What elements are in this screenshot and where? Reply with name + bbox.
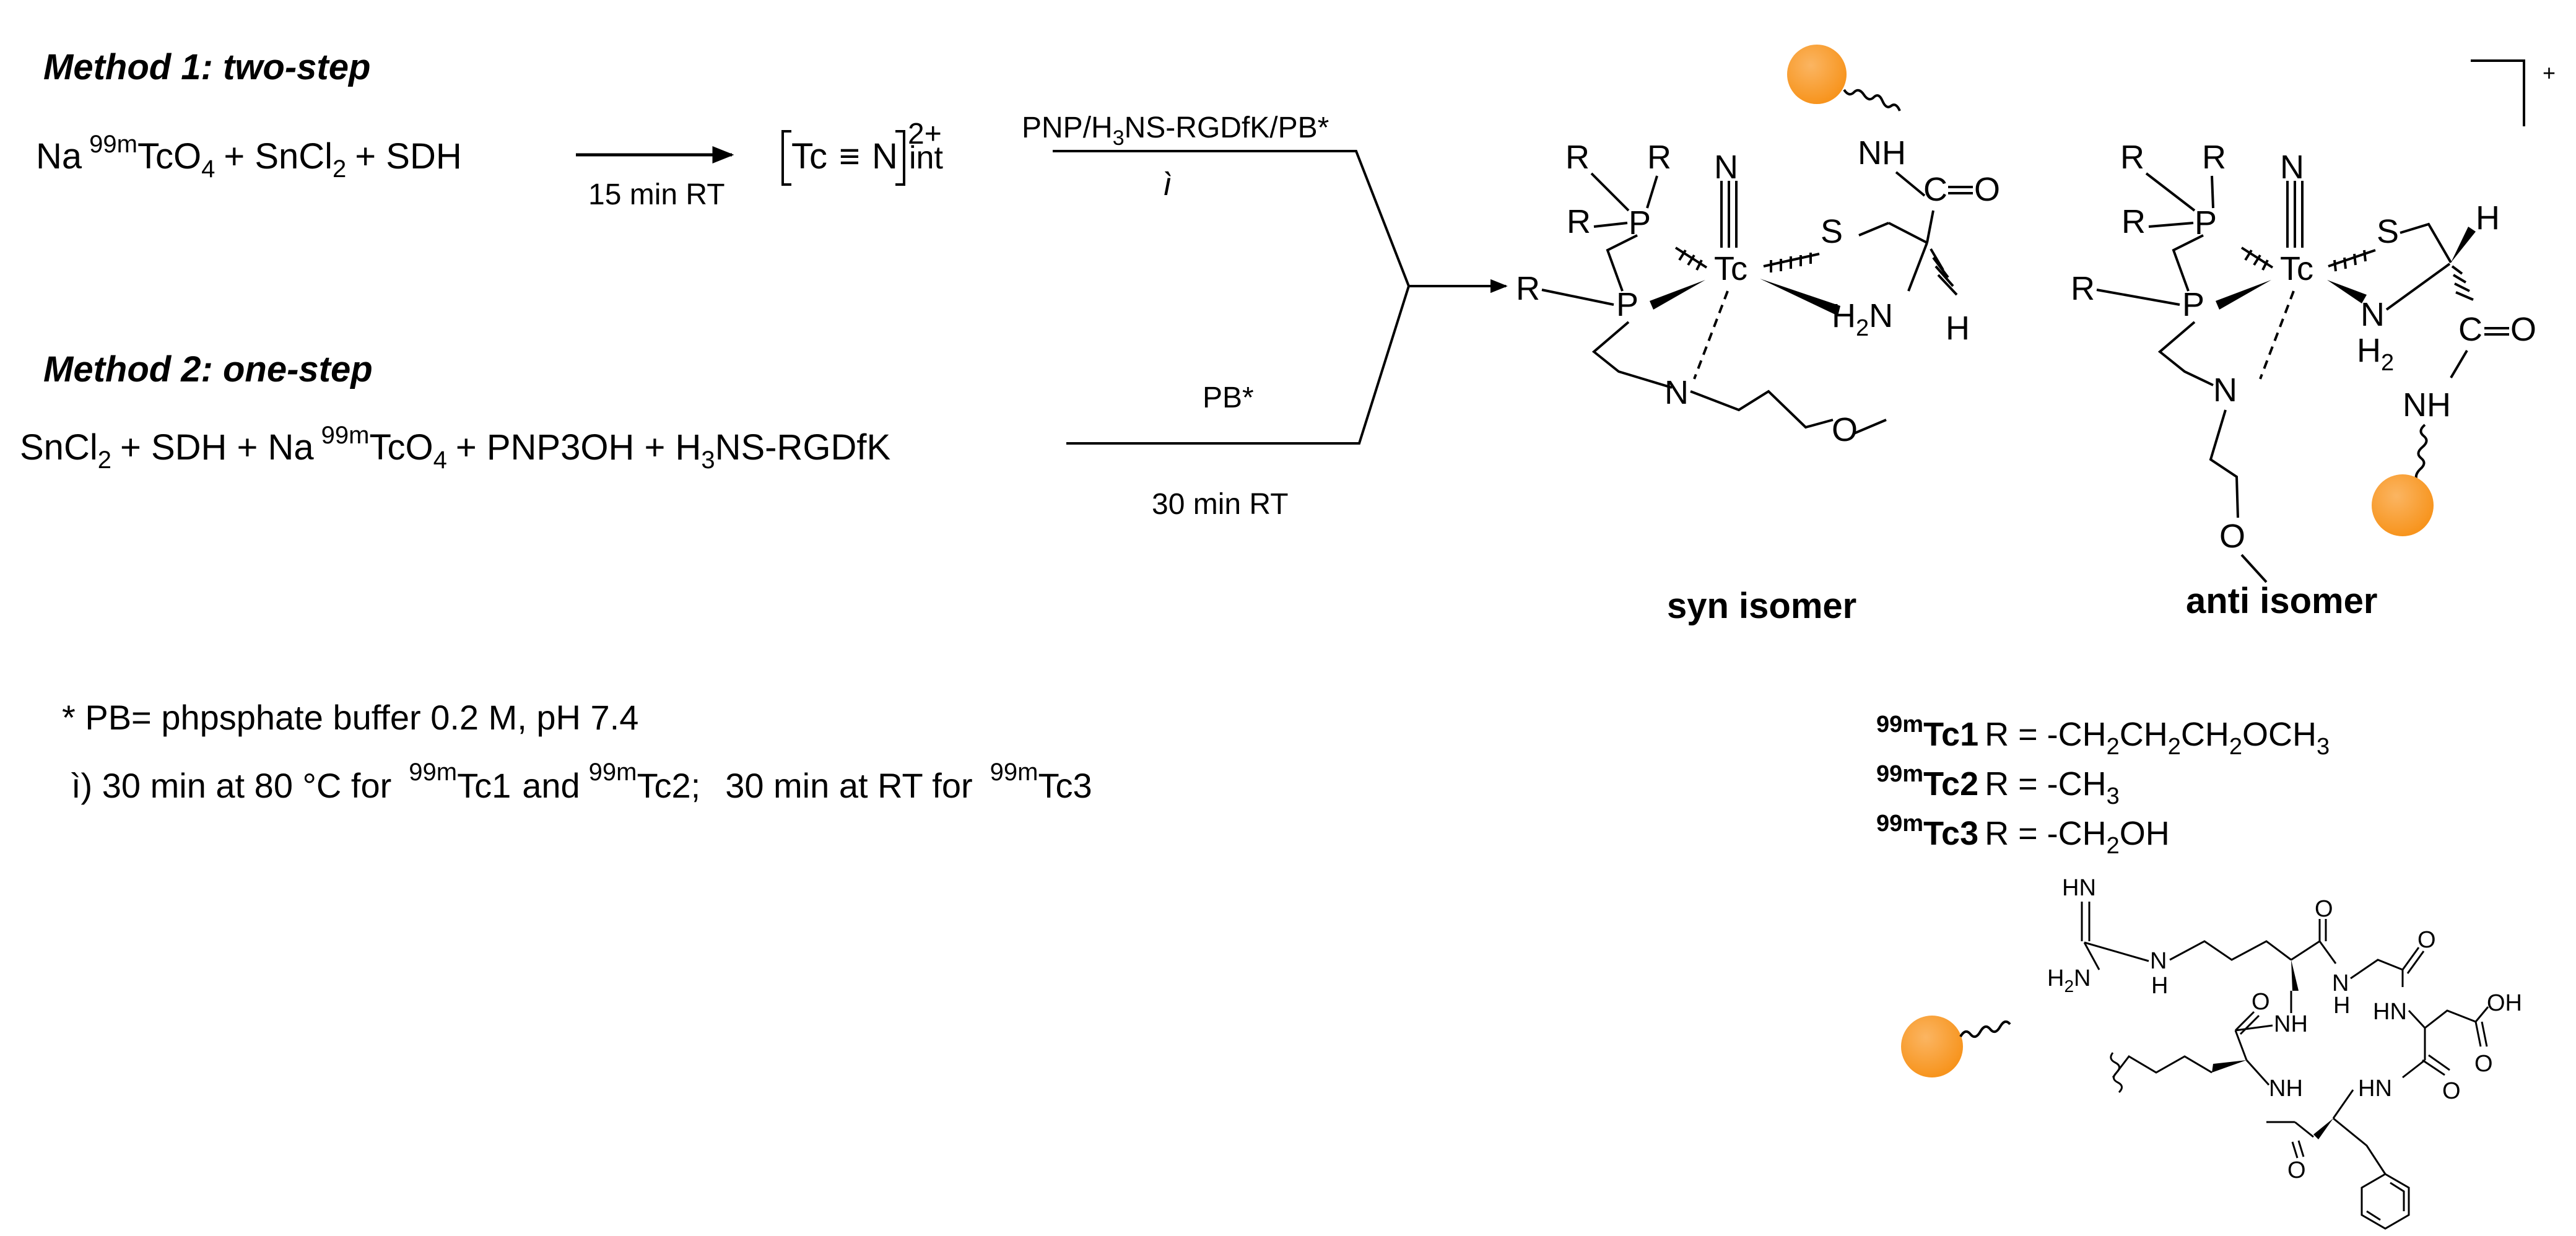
- rgd-n: N: [2150, 948, 2167, 974]
- rgd-o-2: O: [2417, 927, 2436, 953]
- syn-nh: NH: [1858, 134, 1906, 172]
- syn-r2: R: [1647, 139, 1671, 176]
- syn-nitrido-n: N: [1714, 149, 1738, 186]
- syn-amine-n: N: [1664, 374, 1689, 411]
- syn-h2n: H2N: [1832, 297, 1893, 341]
- method1-title: Method 1: two-step: [43, 47, 370, 87]
- bracket-left: [781, 130, 791, 186]
- wavy-link-anti: [2414, 424, 2428, 483]
- anti-isomer-structure: Tc N S H N H2 C O NH P P R R R R: [2071, 139, 2536, 583]
- syn-carbonyl-o: O: [1974, 171, 2000, 208]
- rgd-o-6: O: [2252, 989, 2270, 1015]
- rgd-nh-2: NH: [2269, 1076, 2303, 1102]
- intermediate-triple-bond: ≡: [839, 136, 860, 176]
- rgd-h-2: H: [2333, 993, 2350, 1019]
- anti-r4: R: [2071, 270, 2095, 307]
- anti-n: N: [2361, 296, 2385, 333]
- wavy-link-syn: [1843, 89, 1901, 111]
- anti-nh: NH: [2403, 386, 2451, 424]
- method2-buffer: PB*: [1203, 381, 1254, 414]
- complex-charge: +: [2543, 60, 2556, 85]
- rgd-nh-1: NH: [2274, 1011, 2308, 1037]
- rgd-bead-key: [1901, 1016, 1963, 1077]
- anti-s: S: [2377, 213, 2399, 250]
- intermediate-n: N: [872, 136, 898, 176]
- rgd-peptide: HN H2N N H O N H O HN O OH O HN: [1901, 875, 2522, 1230]
- rgd-hn-top: HN: [2062, 875, 2096, 901]
- anti-r2: R: [2202, 139, 2226, 176]
- syn-carbonyl-c: C: [1923, 171, 1947, 208]
- rgd-nh-h: H: [2151, 973, 2168, 999]
- rgd-o-4: O: [2442, 1078, 2461, 1104]
- syn-s: S: [1821, 213, 1843, 250]
- lysine-attachment-wave: [2110, 1052, 2123, 1094]
- rgd-bead-syn: [1787, 45, 1847, 104]
- anti-isomer-label: anti isomer: [2186, 581, 2377, 621]
- anti-p-bottom: P: [2182, 286, 2204, 323]
- rgd-hn-2: HN: [2358, 1076, 2392, 1102]
- method2-time: 30 min RT: [1152, 488, 1289, 521]
- syn-r1: R: [1565, 139, 1590, 176]
- method2-title: Method 2: one-step: [43, 349, 373, 390]
- phenyl-ring: [2361, 1173, 2410, 1230]
- syn-h: H: [1946, 310, 1970, 347]
- intermediate-tc: Tc: [791, 136, 827, 176]
- syn-tc: Tc: [1714, 250, 1747, 287]
- rgd-hn-1: HN: [2373, 999, 2407, 1025]
- syn-r3: R: [1567, 203, 1591, 240]
- anti-tc: Tc: [2280, 250, 2313, 287]
- anti-r1: R: [2120, 139, 2144, 176]
- rgd-n-2: N: [2332, 970, 2349, 996]
- rgd-bead-anti: [2372, 474, 2434, 536]
- syn-isomer-structure: NH C O S H H2N Tc N P P R R R R: [1516, 45, 2000, 448]
- method1-arrow-label: 15 min RT: [588, 178, 725, 211]
- anti-r3: R: [2121, 203, 2146, 240]
- rgd-o-3: O: [2474, 1051, 2493, 1077]
- note-buffer: * PB= phpsphate buffer 0.2 M, pH 7.4: [62, 698, 638, 737]
- anti-h: H: [2476, 199, 2500, 237]
- anti-nitrido-n: N: [2280, 149, 2304, 186]
- rgd-o-1: O: [2315, 896, 2333, 922]
- intermediate-int: int: [909, 140, 943, 176]
- nitrido-intermediate: Tc ≡ N 2+ int: [781, 118, 943, 186]
- anti-carbonyl-c: C: [2458, 311, 2482, 348]
- rgd-o-5: O: [2287, 1157, 2306, 1183]
- rgd-h2n: H2N: [2047, 965, 2091, 996]
- syn-isomer-label: syn isomer: [1667, 586, 1856, 626]
- method2-line: [1066, 285, 1410, 445]
- syn-r4: R: [1516, 270, 1540, 307]
- syn-ether-o: O: [1832, 411, 1858, 448]
- condition-mark: ì: [1163, 167, 1172, 202]
- syn-p-bottom: P: [1616, 286, 1638, 323]
- method1-reagents: PNP/H3NS-RGDfK/PB*: [1022, 111, 1329, 150]
- charge-bracket: [2471, 59, 2525, 126]
- rgd-oh: OH: [2487, 990, 2522, 1016]
- anti-amine-n: N: [2213, 372, 2237, 409]
- intermediate-charge: 2+: [908, 118, 942, 150]
- anti-carbonyl-o: O: [2510, 311, 2536, 348]
- method1-line: [1053, 150, 1410, 287]
- bracket-right: [895, 130, 905, 186]
- wavy-link-key: [1959, 1020, 2011, 1038]
- anti-h2: H2: [2357, 332, 2394, 376]
- anti-ether-o: O: [2219, 518, 2245, 555]
- syn-p-top: P: [1629, 204, 1651, 242]
- anti-p-top: P: [2195, 204, 2217, 242]
